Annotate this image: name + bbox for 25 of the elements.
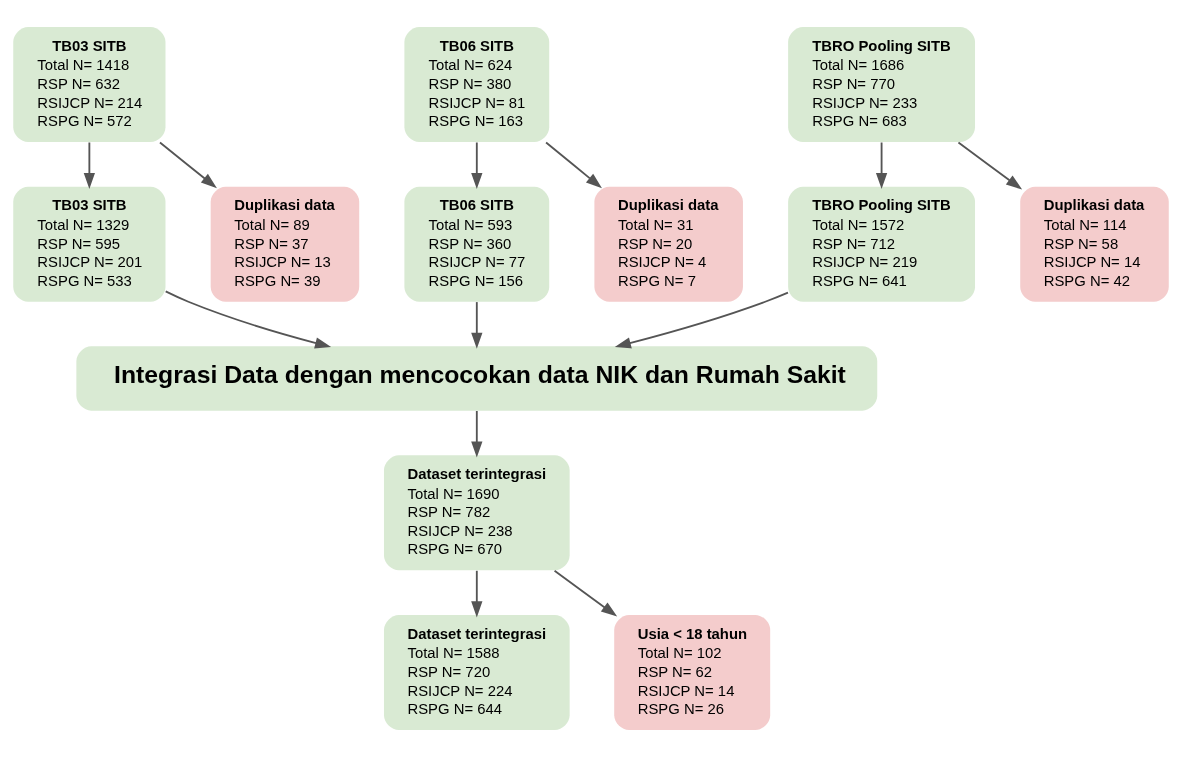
node-box: Dataset terintegrasi Total N= 1690 RSP N= 782 RSIJCP N= 238 RSPG N= 670 — [383, 455, 570, 571]
arrow — [471, 410, 483, 458]
arrow — [83, 141, 95, 190]
arrow — [875, 141, 888, 190]
node-box: Integrasi Data dengan mencocokan data NIK dan Rumah Sakit — [76, 346, 878, 411]
arrow — [545, 141, 602, 189]
node-box: TBRO Pooling SITB Total N= 1572 RSP N= 712 RSIJCP N= 219 RSPG N= 641 — [788, 186, 976, 302]
arrow — [164, 290, 332, 349]
node-box: TB06 SITB Total N= 593 RSP N= 360 RSIJCP N= 77 RSPG N= 156 — [404, 186, 550, 302]
arrow — [553, 569, 618, 617]
arrow — [614, 291, 789, 349]
node-box: TBRO Pooling SITB Total N= 1686 RSP N= 770 RSIJCP N= 233 RSPG N= 683 — [788, 26, 976, 143]
arrow — [471, 301, 483, 349]
node-box: TB06 SITB Total N= 624 RSP N= 380 RSIJCP N= 81 RSPG N= 163 — [404, 26, 550, 143]
node-box: Usia < 18 tahun Total N= 102 RSP N= 62 RSIJCP N= 14 RSPG N= 26 — [614, 614, 771, 731]
arrow — [471, 569, 483, 618]
node-box: TB03 SITB Total N= 1418 RSP N= 632 RSIJCP N= 214 RSPG N= 572 — [13, 26, 166, 143]
node-box: Duplikasi data Total N= 89 RSP N= 37 RSIJCP N= 13 RSPG N= 39 — [210, 186, 360, 302]
node-box: Duplikasi data Total N= 31 RSP N= 20 RSIJCP N= 4 RSPG N= 7 — [594, 186, 743, 302]
node-box: Duplikasi data Total N= 114 RSP N= 58 RSIJCP N= 14 RSPG N= 42 — [1020, 186, 1169, 302]
arrow — [159, 141, 217, 189]
node-box: TB03 SITB Total N= 1329 RSP N= 595 RSIJCP N= 201 RSPG N= 533 — [13, 186, 166, 302]
arrow — [471, 141, 483, 190]
arrow — [957, 141, 1023, 190]
node-box: Dataset terintegrasi Total N= 1588 RSP N= 720 RSIJCP N= 224 RSPG N= 644 — [383, 614, 570, 731]
